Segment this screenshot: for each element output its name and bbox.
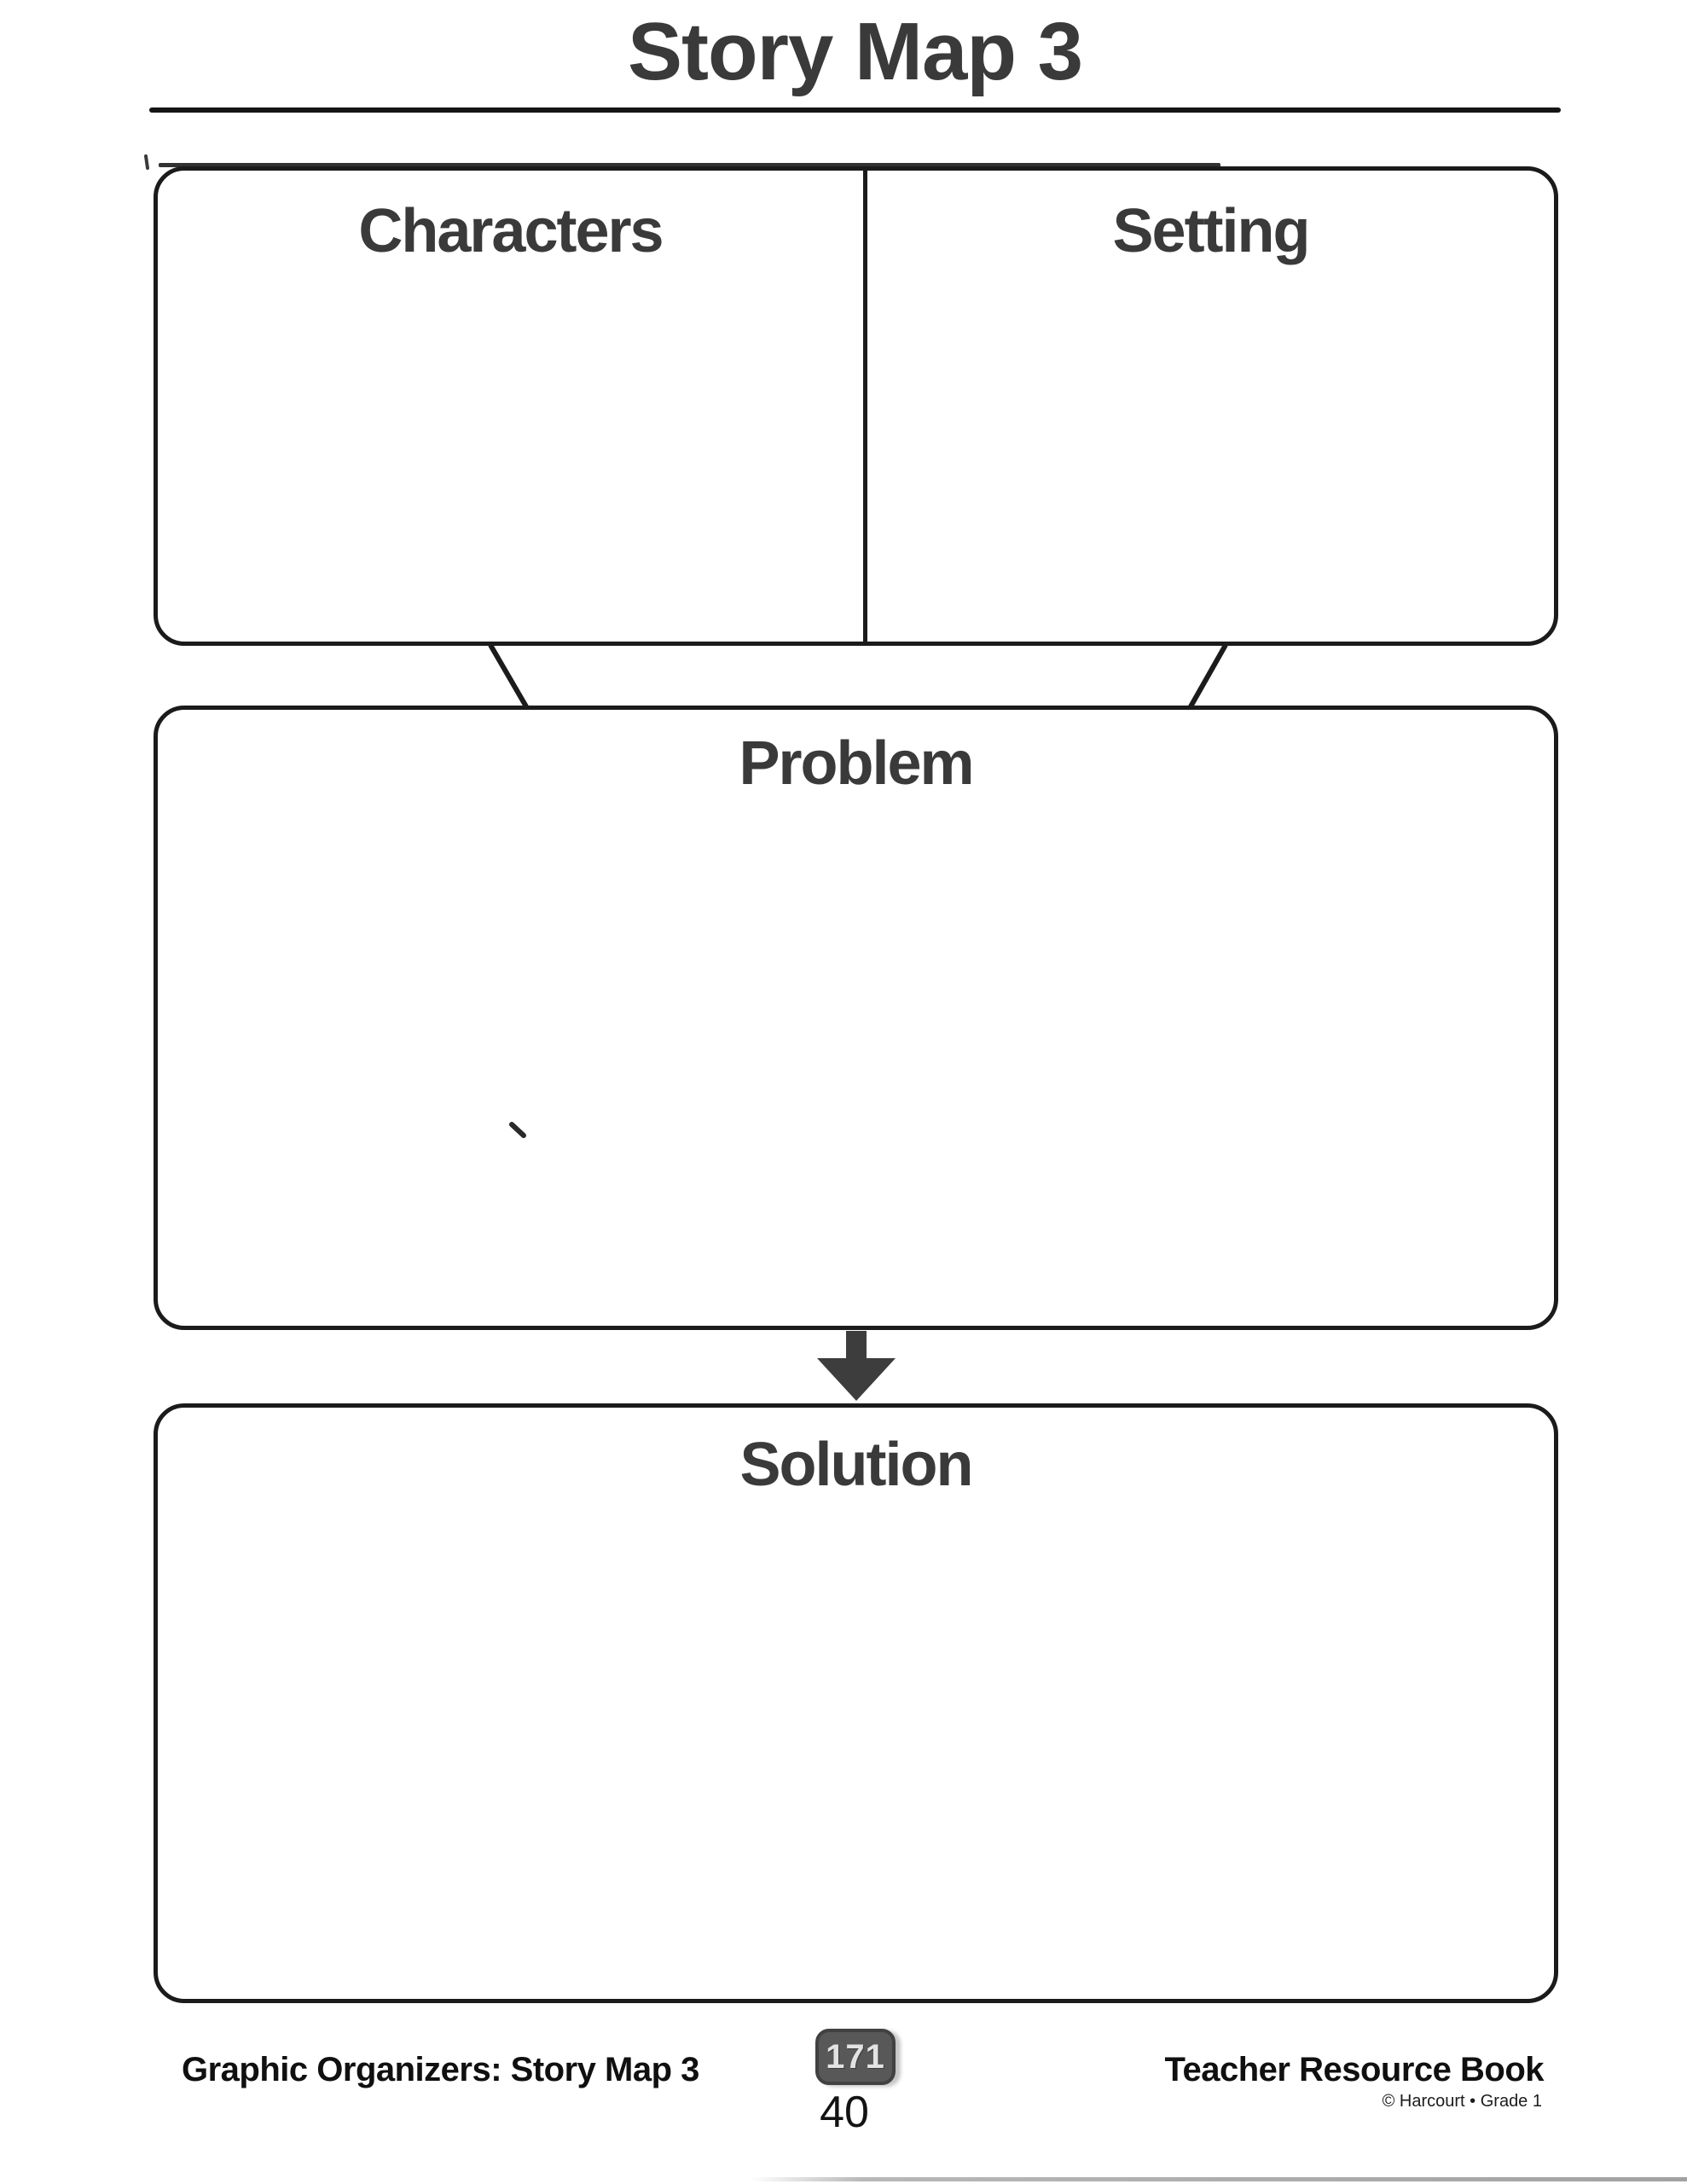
connector-left-line — [488, 643, 530, 710]
problem-writing-area — [158, 821, 1554, 1326]
problem-label: Problem — [739, 729, 974, 798]
problem-box: Problem — [154, 706, 1558, 1330]
solution-writing-area — [158, 1519, 1554, 1999]
connector-right-line — [1187, 643, 1228, 710]
setting-cell: Setting — [867, 171, 1554, 642]
footer-left-label: Graphic Organizers: Story Map 3 — [182, 2051, 699, 2088]
scan-tick-mark — [144, 154, 149, 170]
page-title: Story Map 3 — [627, 6, 1083, 97]
scan-edge-strip — [751, 2177, 1687, 2181]
page-number: 40 — [820, 2088, 869, 2137]
down-arrow-icon — [817, 1331, 896, 1401]
characters-writing-area — [158, 282, 863, 642]
page-badge: 171 — [815, 2029, 896, 2085]
footer-right-title: Teacher Resource Book — [1164, 2051, 1545, 2088]
scan-border-smear — [159, 163, 1220, 167]
footer-copyright: © Harcourt • Grade 1 — [1382, 2092, 1542, 2111]
characters-cell: Characters — [158, 171, 863, 642]
cell-divider — [863, 171, 867, 642]
setting-label: Setting — [1112, 197, 1311, 265]
setting-writing-area — [867, 282, 1554, 642]
title-underline — [149, 107, 1561, 113]
characters-label: Characters — [358, 197, 664, 265]
solution-label: Solution — [739, 1431, 974, 1499]
characters-setting-box: Characters Setting — [154, 166, 1558, 646]
page-badge-number: 171 — [826, 2037, 885, 2076]
solution-box: Solution — [154, 1403, 1558, 2003]
